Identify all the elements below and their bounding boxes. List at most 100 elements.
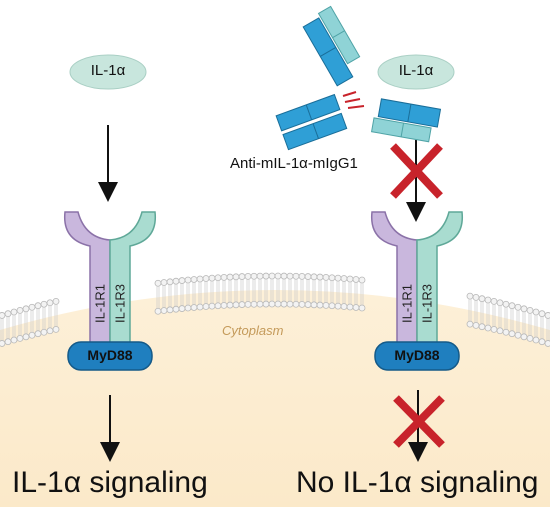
lipid-tail	[24, 311, 28, 334]
lipid-tail	[504, 307, 508, 330]
lipid-head	[34, 330, 42, 338]
lipid-head	[40, 300, 48, 308]
lipid-head	[532, 336, 540, 344]
lipid-tail	[174, 284, 178, 307]
lipid-head	[28, 331, 36, 339]
lipid-head	[208, 274, 216, 282]
antibody	[275, 5, 442, 151]
lipid-tail	[540, 316, 544, 339]
lipid-head	[466, 292, 474, 300]
lipid-tail	[234, 279, 238, 302]
lipid-head	[514, 303, 522, 311]
lipid-head	[172, 305, 180, 313]
lipid-head	[520, 305, 528, 313]
lipid-head	[292, 300, 300, 308]
lipid-head	[10, 308, 18, 316]
lipid-head	[334, 274, 342, 282]
lipid-head	[526, 306, 534, 314]
lipid-tail	[168, 284, 172, 307]
lipid-head	[532, 308, 540, 316]
antibody-light-chain-lower	[370, 117, 432, 143]
lipid-head	[274, 300, 282, 308]
lipid-head	[352, 304, 360, 311]
lipid-tail	[480, 301, 484, 324]
myd88-left	[67, 341, 153, 371]
lipid-tail	[528, 313, 532, 336]
lipid-head	[160, 307, 168, 314]
lipid-tail	[48, 305, 52, 328]
lipid-head	[154, 307, 162, 315]
outcome-right: No IL-1α signaling	[296, 466, 539, 499]
lipid-head	[526, 334, 534, 342]
lipid-head	[268, 272, 276, 280]
receptor-left	[63, 211, 157, 371]
lipid-head	[496, 299, 504, 307]
receptor-right	[370, 211, 464, 371]
lipid-head	[238, 273, 246, 280]
lipid-tail	[498, 305, 502, 328]
lipid-head	[322, 273, 330, 281]
lipid-head	[256, 272, 264, 280]
lipid-tail	[276, 279, 280, 302]
lipid-head	[172, 277, 180, 285]
antibody-label: Anti-mIL-1α-mIgG1	[230, 155, 358, 172]
lipid-tail	[306, 279, 310, 302]
lipid-head	[262, 300, 270, 308]
lipid-head	[538, 338, 546, 346]
lipid-tail	[360, 283, 364, 306]
lipid-tail	[6, 316, 10, 339]
lipid-head	[508, 302, 516, 310]
ligand-left-label: IL-1α	[90, 62, 126, 79]
lipid-head	[298, 300, 306, 308]
lipid-head	[340, 275, 348, 282]
lipid-head	[0, 312, 6, 319]
lipid-head	[286, 300, 294, 308]
cell-membrane	[0, 272, 550, 347]
lipid-tail	[258, 279, 262, 302]
lipid-tail	[216, 280, 220, 303]
lipid-head	[316, 301, 324, 309]
lipid-tail	[294, 279, 298, 302]
lipid-head	[508, 330, 516, 338]
lipid-head	[178, 277, 186, 284]
il1r1-label-left: IL-1R1	[92, 283, 108, 324]
lipid-head	[490, 297, 498, 305]
lipid-head	[40, 328, 48, 336]
lipid-tail	[348, 281, 352, 304]
lipid-tail	[324, 280, 328, 303]
lipid-head	[214, 274, 222, 282]
lipid-head	[190, 304, 198, 311]
lipid-head	[502, 300, 510, 308]
lipid-head	[328, 274, 336, 282]
lipid-tail	[300, 279, 304, 302]
lipid-head	[196, 303, 204, 311]
lipid-tail	[180, 283, 184, 306]
ligand-right-label: IL-1α	[398, 62, 434, 79]
lipid-head	[310, 301, 318, 309]
lipid-tail	[246, 279, 250, 302]
lipid-tail	[546, 318, 550, 341]
lipid-head	[28, 303, 36, 311]
lipid-head	[232, 273, 240, 281]
lipid-head	[544, 340, 550, 347]
lipid-head	[160, 279, 168, 286]
lipid-head	[220, 301, 228, 309]
block-mark-top	[390, 143, 443, 199]
lipid-tail	[282, 279, 286, 302]
lipid-head	[472, 321, 480, 329]
lipid-tail	[270, 279, 274, 302]
lipid-head	[490, 325, 498, 333]
lipid-tail	[54, 304, 58, 327]
lipid-head	[184, 304, 192, 312]
cytoplasm-label: Cytoplasm	[222, 323, 284, 338]
lipid-head	[46, 299, 54, 307]
il1r3-label-right: IL-1R3	[419, 283, 435, 324]
lipid-head	[16, 334, 24, 342]
lipid-head	[52, 325, 60, 333]
lipid-tail	[42, 307, 46, 330]
lipid-head	[358, 276, 366, 284]
lipid-head	[280, 300, 288, 308]
lipid-head	[4, 310, 12, 318]
lipid-head	[202, 275, 210, 282]
lipid-head	[250, 300, 258, 308]
